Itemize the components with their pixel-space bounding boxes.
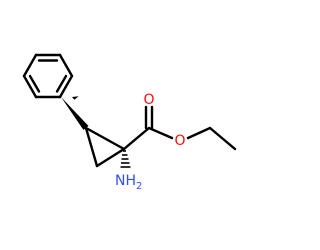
ester-oxygen-label: O bbox=[174, 133, 185, 149]
cyclopropane-bond-3 bbox=[84, 126, 99, 168]
ester-c-o-bond bbox=[147, 126, 174, 140]
ring-inner-bond-2 bbox=[55, 74, 68, 93]
ring-bond-2 bbox=[58, 53, 74, 78]
ethyl-bond bbox=[208, 126, 237, 151]
hashed-bond-amine bbox=[120, 150, 131, 168]
wedge-bond-phenyl bbox=[72, 96, 79, 100]
bond-to-carbonyl-carbon bbox=[122, 126, 151, 151]
ring-bond-5 bbox=[22, 74, 38, 99]
ring-bond-3 bbox=[58, 74, 74, 99]
cyclopropane-ring bbox=[84, 126, 126, 168]
ester-o-ch2-bond bbox=[186, 126, 212, 140]
amine-label: NH2 bbox=[115, 173, 142, 192]
molecule-drawing: O O NH2 bbox=[22, 53, 237, 192]
wedge-bond-phenyl-main bbox=[61, 97, 89, 130]
structure-canvas: O O NH2 bbox=[22, 53, 237, 192]
ring-bond-6 bbox=[22, 53, 38, 78]
carbonyl-oxygen-label: O bbox=[143, 92, 154, 108]
cyclopropane-bond-2 bbox=[95, 147, 126, 168]
cyclopropane-bond-1 bbox=[84, 126, 126, 151]
amine-label-main: NH bbox=[115, 173, 136, 189]
ring-inner-bond-3 bbox=[28, 74, 41, 93]
amine-label-subscript: 2 bbox=[136, 181, 142, 192]
phenyl-ring bbox=[22, 53, 74, 99]
